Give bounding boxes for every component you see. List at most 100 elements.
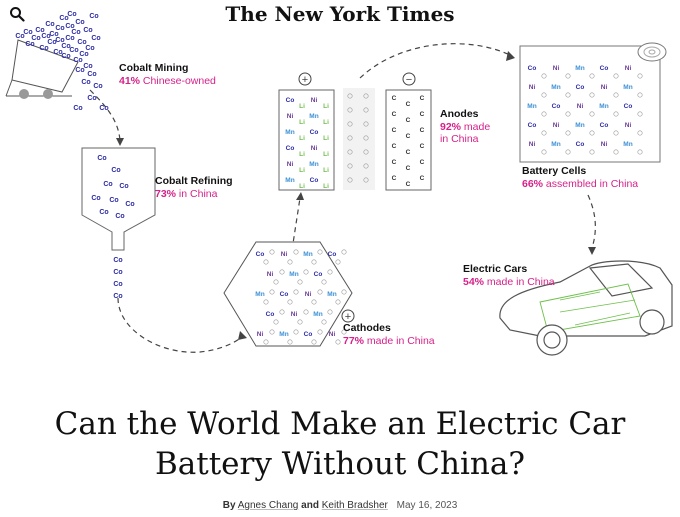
article-headline[interactable]: Can the World Make an Electric Car Batte…: [0, 404, 680, 484]
oxygen-dot: [565, 92, 571, 98]
oxygen-dot: [341, 249, 347, 255]
arrow-cells-to-cars: [587, 194, 596, 249]
top-bar: [0, 0, 680, 28]
oxygen-dot: [293, 329, 299, 335]
oxygen-dot: [269, 249, 275, 255]
atom-co: Co: [310, 177, 319, 184]
oxygen-dot: [321, 279, 327, 285]
atom-co: Co: [71, 29, 80, 36]
oxygen-dot: [589, 149, 595, 155]
atom-co: Co: [119, 183, 128, 190]
atom-mn: Mn: [575, 65, 584, 72]
refining-funnel: [81, 147, 156, 251]
atom-co: Co: [61, 43, 70, 50]
atom-mn: Mn: [285, 177, 294, 184]
atom-mn: Mn: [309, 113, 318, 120]
atom-co: Co: [528, 65, 537, 72]
oxygen-dot: [317, 249, 323, 255]
atom-co: Co: [81, 79, 90, 86]
oxygen-dot: [589, 73, 595, 79]
label-cobalt-mining: Cobalt Mining 41% Chinese-owned: [119, 62, 216, 87]
atom-ni: Ni: [257, 331, 264, 338]
atom-ni: Ni: [305, 291, 312, 298]
oxygen-dot: [347, 149, 353, 155]
atom-co: Co: [256, 251, 265, 258]
atom-co: Co: [87, 71, 96, 78]
atom-co: Co: [103, 181, 112, 188]
oxygen-dot: [341, 289, 347, 295]
oxygen-dot: [363, 93, 369, 99]
oxygen-dot: [303, 309, 309, 315]
oxygen-dot: [637, 73, 643, 79]
oxygen-dot: [637, 92, 643, 98]
label-title: Cobalt Refining: [155, 175, 233, 187]
publish-date: May 16, 2023: [396, 500, 458, 511]
atom-ni: Ni: [553, 65, 560, 72]
atom-co: Co: [286, 145, 295, 152]
atom-co: Co: [55, 25, 64, 32]
atom-c: C: [406, 149, 411, 156]
atom-c: C: [392, 95, 397, 102]
oxygen-dot: [589, 111, 595, 117]
atom-c: C: [406, 101, 411, 108]
atom-ni: Ni: [529, 84, 536, 91]
svg-text:+: +: [345, 311, 351, 323]
label-percent: 41%: [119, 74, 141, 87]
atom-li: Li: [323, 103, 329, 110]
atom-c: C: [406, 165, 411, 172]
atom-co: Co: [576, 141, 585, 148]
label-title: Cathodes: [343, 322, 391, 334]
oxygen-dot: [327, 309, 333, 315]
search-icon[interactable]: [9, 6, 25, 22]
atom-co: Co: [99, 209, 108, 216]
atom-co: Co: [89, 13, 98, 20]
oxygen-dot: [269, 329, 275, 335]
byline: By Agnes Chang and Keith Bradsher May 16…: [0, 500, 680, 511]
minus-terminal-icon: −: [402, 72, 416, 86]
atom-mn: Mn: [551, 141, 560, 148]
label-detail: made: [461, 120, 491, 133]
oxygen-dot: [293, 249, 299, 255]
label-percent: 54%: [463, 275, 485, 288]
atom-mn: Mn: [623, 84, 632, 91]
atom-co: Co: [35, 27, 44, 34]
atom-mn: Mn: [255, 291, 264, 298]
arrow-mining-to-refining: [89, 89, 121, 141]
author-link-agnes-chang[interactable]: Agnes Chang: [237, 500, 299, 511]
atom-ni: Ni: [291, 311, 298, 318]
cathode-hexagon: [223, 241, 353, 347]
oxygen-dot: [363, 121, 369, 127]
battery-supply-chain-graphic: CoCoCoCoCoCoCoCoCoCoCoCoCoCoCoCoCoCoCoCo…: [5, 11, 673, 356]
atom-c: C: [406, 181, 411, 188]
oxygen-dot: [335, 299, 341, 305]
atom-mn: Mn: [623, 141, 632, 148]
oxygen-dot: [541, 73, 547, 79]
oxygen-dot: [565, 149, 571, 155]
atom-co: Co: [79, 51, 88, 58]
atom-li: Li: [323, 167, 329, 174]
oxygen-dot: [565, 130, 571, 136]
atom-mn: Mn: [313, 311, 322, 318]
oxygen-dot: [303, 269, 309, 275]
oxygen-dot: [541, 130, 547, 136]
author-link-keith-bradsher[interactable]: Keith Bradsher: [321, 500, 388, 511]
oxygen-dot: [263, 299, 269, 305]
atom-ni: Ni: [267, 271, 274, 278]
atom-co: Co: [83, 63, 92, 70]
oxygen-dot: [613, 149, 619, 155]
oxygen-dot: [297, 319, 303, 325]
masthead-logo[interactable]: The New York Times: [225, 2, 455, 26]
atom-co: Co: [83, 27, 92, 34]
atom-co: Co: [304, 331, 313, 338]
arrow-anodes-to-cells: [359, 43, 513, 79]
oxygen-dot: [363, 177, 369, 183]
electric-car-illustration: [499, 260, 673, 356]
atom-ni: Ni: [281, 251, 288, 258]
atom-ni: Ni: [625, 65, 632, 72]
label-title: Electric Cars: [463, 263, 528, 275]
oxygen-dot: [279, 309, 285, 315]
atom-co: Co: [23, 29, 32, 36]
atom-co: Co: [115, 213, 124, 220]
oxygen-dot: [541, 149, 547, 155]
